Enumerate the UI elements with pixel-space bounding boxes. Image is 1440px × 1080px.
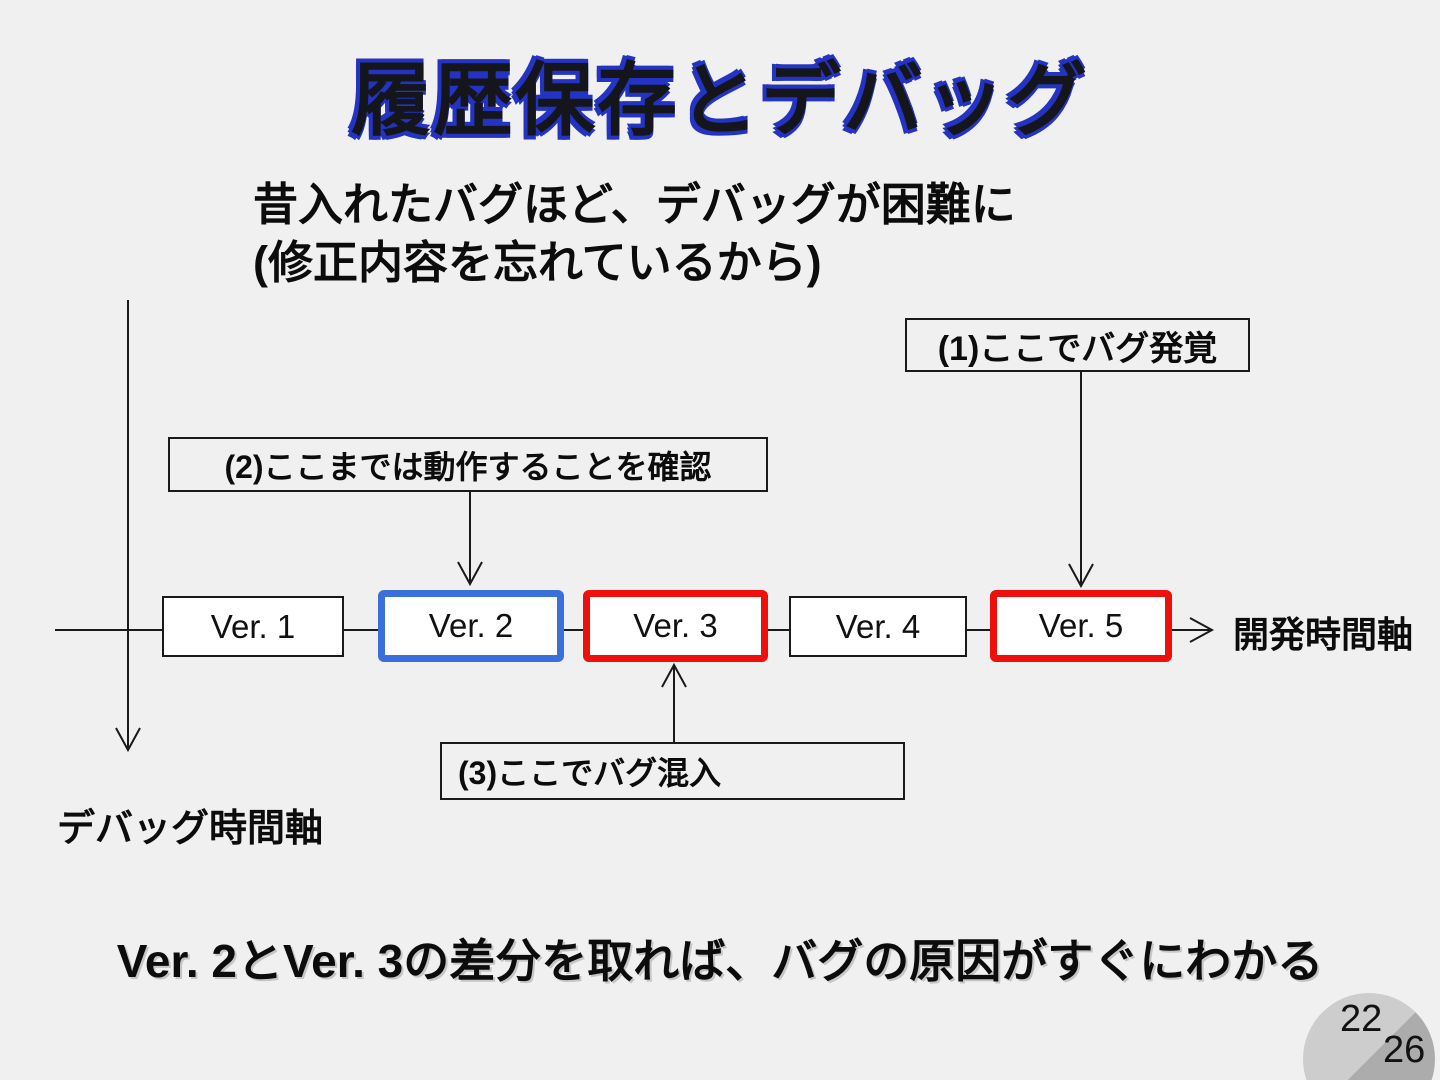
subtitle-line-2: (修正内容を忘れているから) bbox=[253, 236, 822, 288]
version-box-4: Ver. 4 bbox=[789, 596, 967, 657]
page-current: 22 bbox=[1340, 998, 1383, 1040]
page-total: 26 bbox=[1383, 1029, 1426, 1071]
version-box-4-label: Ver. 4 bbox=[835, 607, 921, 645]
version-box-1-label: Ver. 1 bbox=[210, 607, 296, 645]
version-box-3: Ver. 3 bbox=[583, 590, 768, 662]
callout-box-2-label: (2)ここまでは動作することを確認 bbox=[224, 448, 712, 485]
dev-axis-arrowhead-icon bbox=[1189, 617, 1215, 643]
version-box-5: Ver. 5 bbox=[990, 590, 1172, 662]
callout-box-3: (3)ここでバグ混入 bbox=[440, 742, 905, 800]
callout1-arrowhead-icon bbox=[1068, 563, 1094, 589]
callout-box-3-label: (3)ここでバグ混入 bbox=[458, 755, 722, 791]
version-box-2-label: Ver. 2 bbox=[428, 607, 514, 644]
conclusion-text: Ver. 2とVer. 3の差分を取れば、バグの原因がすぐにわかる bbox=[116, 935, 1324, 987]
subtitle: 昔入れたバグほど、デバッグが困難に (修正内容を忘れているから) bbox=[253, 176, 1016, 291]
callout-box-1: (1)ここでバグ発覚 bbox=[905, 318, 1250, 372]
subtitle-line-1: 昔入れたバグほど、デバッグが困難に bbox=[253, 179, 1016, 230]
version-box-1: Ver. 1 bbox=[162, 596, 344, 657]
callout3-arrowhead-icon bbox=[661, 662, 687, 688]
callout-box-1-label: (1)ここでバグ発覚 bbox=[937, 329, 1218, 368]
version-box-2: Ver. 2 bbox=[378, 590, 564, 662]
version-box-5-label: Ver. 5 bbox=[1038, 607, 1124, 644]
dev-axis-label: 開発時間軸 bbox=[1233, 614, 1414, 655]
callout-box-2: (2)ここまでは動作することを確認 bbox=[168, 437, 768, 492]
debug-axis-arrowhead-icon bbox=[115, 727, 141, 753]
slide-title: 履歴保存とデバッグ bbox=[351, 56, 1089, 145]
debug-axis-label: デバッグ時間軸 bbox=[57, 808, 324, 850]
callout2-arrowhead-icon bbox=[457, 561, 483, 587]
version-box-3-label: Ver. 3 bbox=[633, 607, 718, 644]
